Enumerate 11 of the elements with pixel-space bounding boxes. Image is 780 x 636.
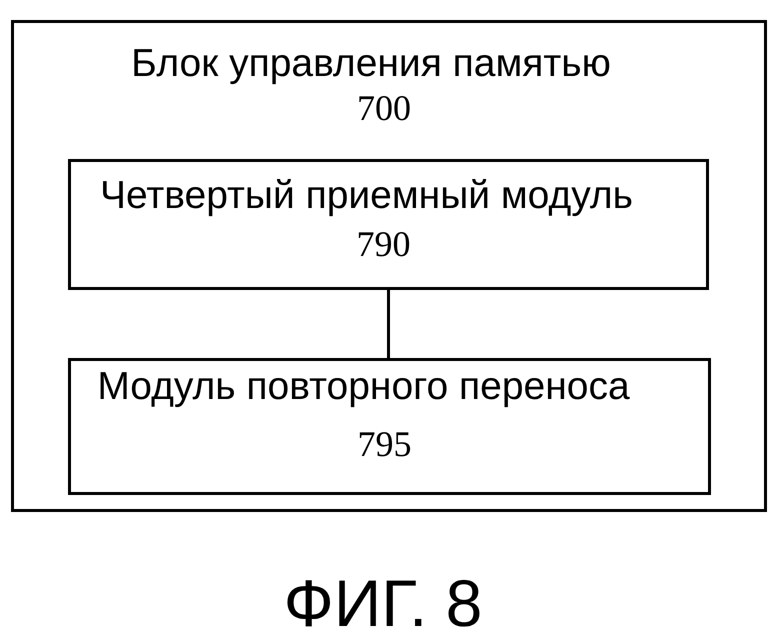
reference-number: 700 [357,88,411,128]
connector-line [387,290,390,358]
reference-number: 790 [356,224,410,264]
block-title: Блок управления памятью [131,42,611,86]
block-title: Четвертый приемный модуль [100,174,633,218]
module-box [68,358,711,495]
block-title: Модуль повторного переноса [97,365,630,409]
reference-number: 795 [358,424,412,464]
figure-caption: ФИГ. 8 [284,567,482,636]
outer-block [11,20,767,512]
module-box [68,159,709,290]
